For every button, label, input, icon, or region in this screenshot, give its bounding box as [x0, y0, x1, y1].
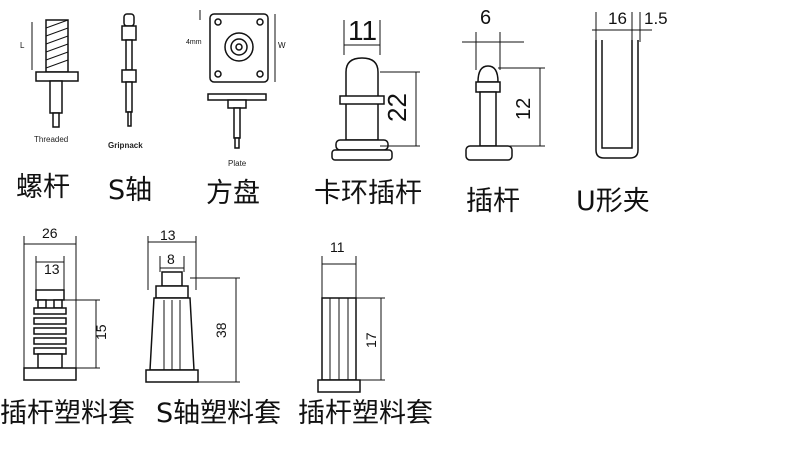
sublabel-gripnack: Gripnack — [108, 141, 143, 150]
plate-drawing — [199, 10, 276, 149]
thread-hatching — [45, 19, 69, 69]
u-clip-drawing — [592, 12, 652, 159]
dim-label-15: 15 — [93, 324, 109, 340]
dim-label-11-top: 11 — [348, 15, 377, 46]
s-axis-drawing — [121, 13, 137, 127]
dim-label-4mm: 4mm — [186, 39, 202, 46]
dim-label-11-bottom: 11 — [330, 239, 345, 255]
pin-drawing — [462, 32, 545, 161]
caption-plate: 方盘 — [206, 178, 260, 209]
caption-pin-sleeve-2: 插杆塑料套 — [298, 398, 433, 429]
dim-label-16: 16 — [608, 9, 627, 28]
dim-label-13-inner: 13 — [44, 261, 60, 277]
caption-u-clip: U形夹 — [576, 186, 650, 217]
dim-label-6: 6 — [480, 7, 491, 29]
snap-ring-pin-drawing — [331, 20, 420, 161]
sublabel-threaded: Threaded — [34, 135, 68, 144]
s-axis-sleeve-drawing — [145, 236, 240, 383]
dim-label-1-5: 1.5 — [644, 9, 668, 28]
dim-label-17: 17 — [363, 332, 379, 348]
threaded-rod-drawing — [31, 19, 79, 128]
caption-s-axis-sleeve: S轴塑料套 — [156, 398, 282, 429]
dim-label-22: 22 — [382, 93, 412, 122]
caption-s-axis: S轴 — [108, 175, 153, 206]
caption-snap-ring-pin: 卡环插杆 — [314, 178, 422, 209]
caption-pin: 插杆 — [466, 186, 520, 217]
dim-label-12: 12 — [513, 98, 535, 120]
dim-label-38: 38 — [213, 322, 229, 338]
dim-label-26: 26 — [42, 225, 58, 241]
sublabel-plate: Plate — [228, 159, 247, 168]
dim-label-l: L — [20, 41, 25, 50]
pin-sleeve-drawing — [23, 236, 100, 381]
caption-threaded-rod: 螺杆 — [16, 172, 70, 203]
pin-sleeve-small-drawing — [317, 256, 385, 393]
dim-label-13-top: 13 — [160, 227, 176, 243]
caption-pin-sleeve: 插杆塑料套 — [0, 398, 135, 429]
dim-label-w: W — [278, 41, 286, 50]
dim-label-8: 8 — [167, 251, 175, 267]
